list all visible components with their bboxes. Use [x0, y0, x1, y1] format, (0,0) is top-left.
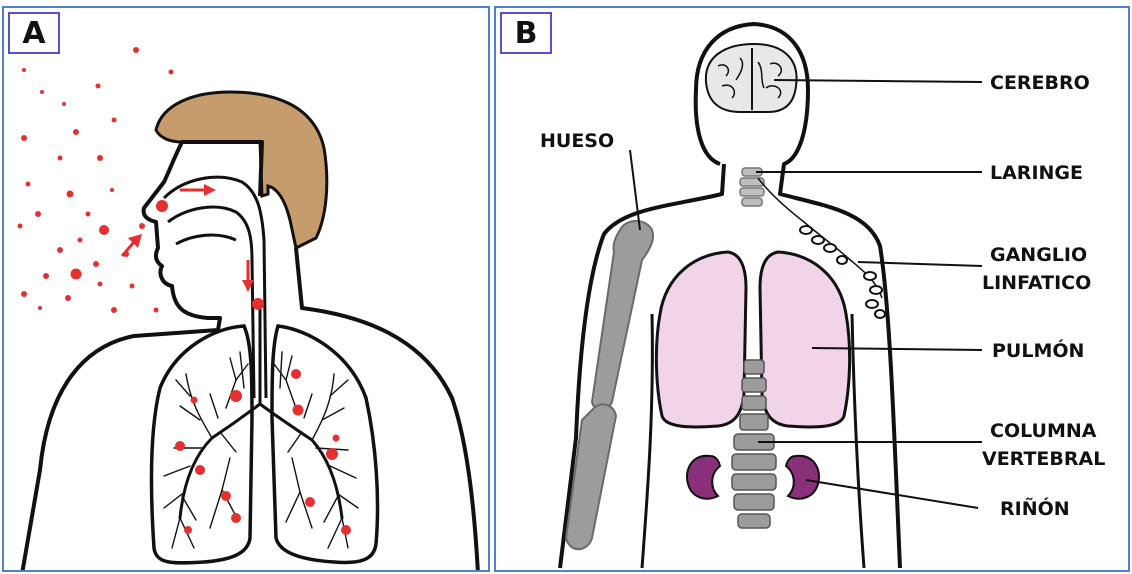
brain	[706, 44, 797, 112]
label-laringe: LARINGE	[990, 160, 1083, 187]
label-rinon: RIÑÓN	[1000, 496, 1070, 523]
right-lung-organ	[760, 252, 850, 427]
label-cerebro: CEREBRO	[990, 70, 1090, 97]
panel-b-badge: B	[500, 12, 552, 54]
panel-b: B	[494, 6, 1130, 572]
label-columna-line1: COLUMNA	[990, 418, 1096, 445]
larynx	[740, 168, 764, 206]
panel-a-badge: A	[8, 12, 60, 54]
label-ganglio-line2: LINFATICO	[982, 270, 1091, 297]
panel-a: A	[2, 6, 490, 572]
right-kidney	[786, 456, 819, 499]
respiratory-infection-diagram	[4, 8, 490, 572]
label-hueso: HUESO	[540, 128, 614, 155]
label-ganglio-line1: GANGLIO	[990, 242, 1087, 269]
left-lung	[152, 326, 252, 563]
airborne-droplets	[18, 47, 174, 313]
right-lung	[272, 326, 378, 562]
label-columna-line2: VERTEBRAL	[982, 446, 1105, 473]
hair	[156, 92, 327, 248]
label-pulmon: PULMÓN	[992, 338, 1084, 365]
left-lung-organ	[656, 252, 746, 427]
left-kidney	[687, 456, 720, 499]
